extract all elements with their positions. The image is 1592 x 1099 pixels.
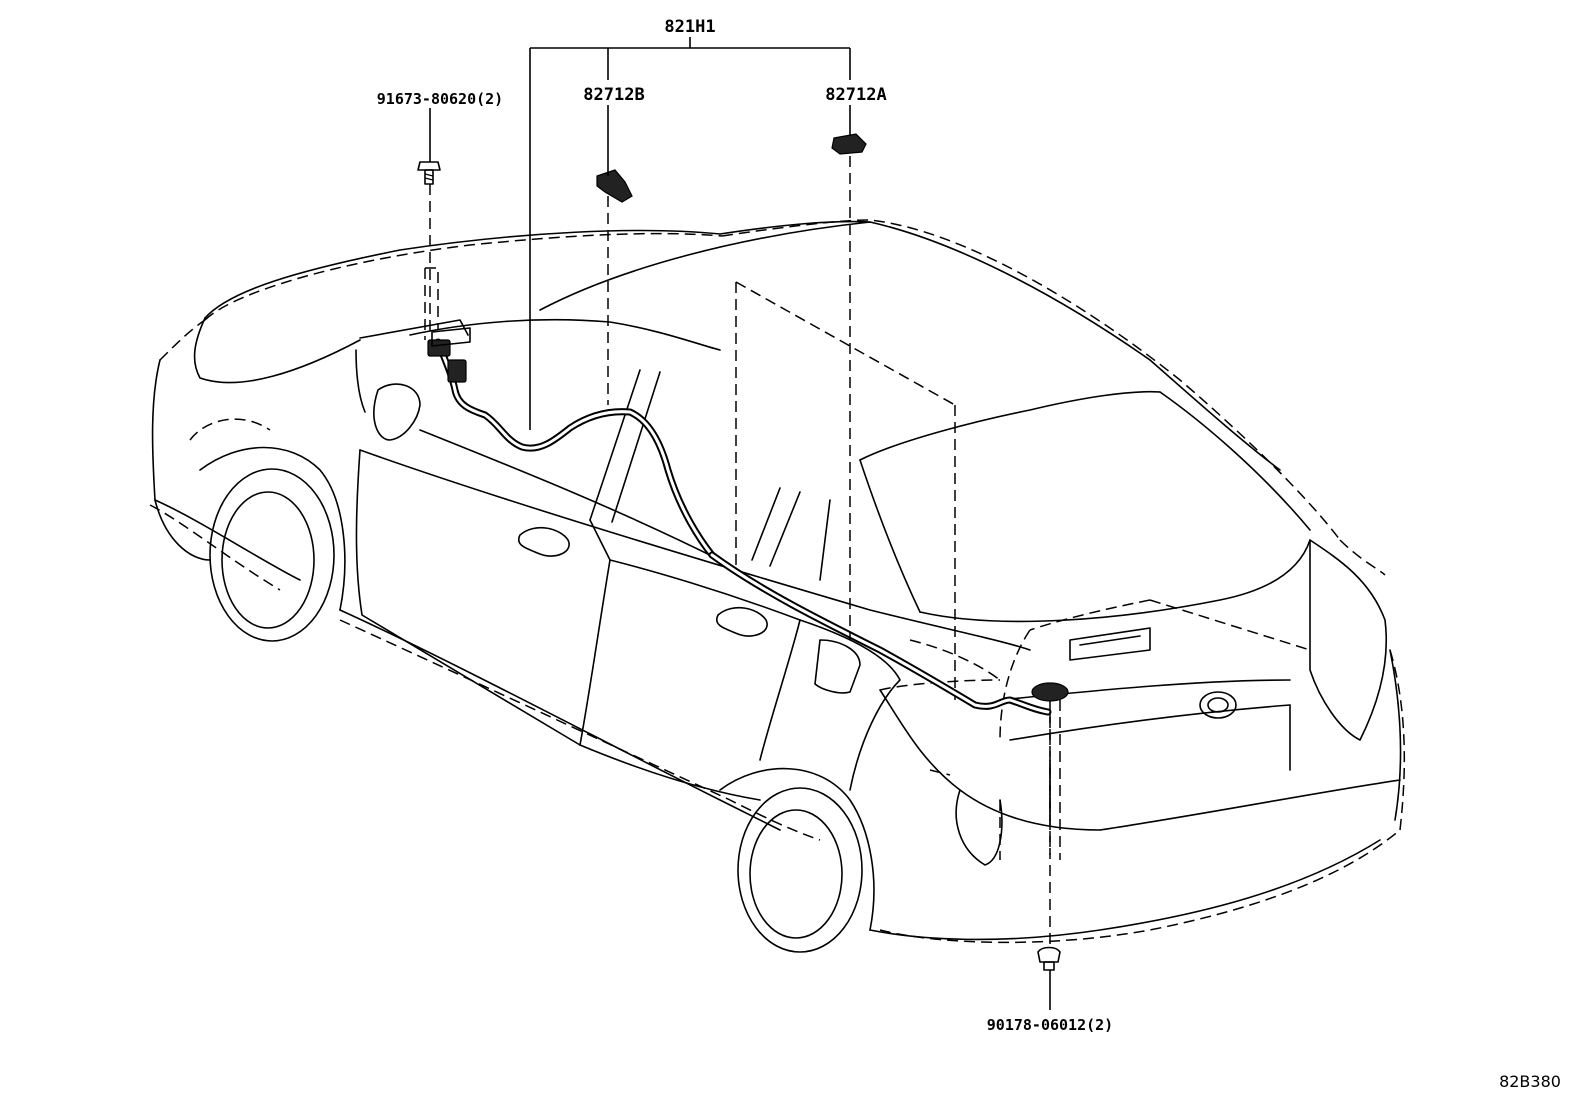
- callout-leaders: [429, 37, 1051, 1010]
- part-label-91673: 91673-80620(2): [377, 90, 503, 108]
- callout-labels: 821H1 91673-80620(2) 82712B 82712A 90178…: [377, 17, 1561, 1091]
- illustration-code: 82B380: [1499, 1072, 1561, 1091]
- part-icons: [417, 133, 1061, 971]
- screw-icon: [417, 161, 441, 185]
- assembly-label: 821H1: [664, 17, 715, 37]
- part-label-82712a: 82712A: [825, 85, 886, 105]
- car-body-outline: [151, 220, 1402, 953]
- antenna-wire-harness: [427, 327, 1151, 716]
- clip-icon: [1037, 946, 1061, 971]
- connector-82712b-icon: [596, 169, 633, 203]
- body-dashed-outline: [149, 219, 1406, 944]
- part-label-82712b: 82712B: [583, 85, 644, 105]
- connector-82712a-icon: [831, 133, 867, 155]
- part-label-90178: 90178-06012(2): [987, 1016, 1113, 1034]
